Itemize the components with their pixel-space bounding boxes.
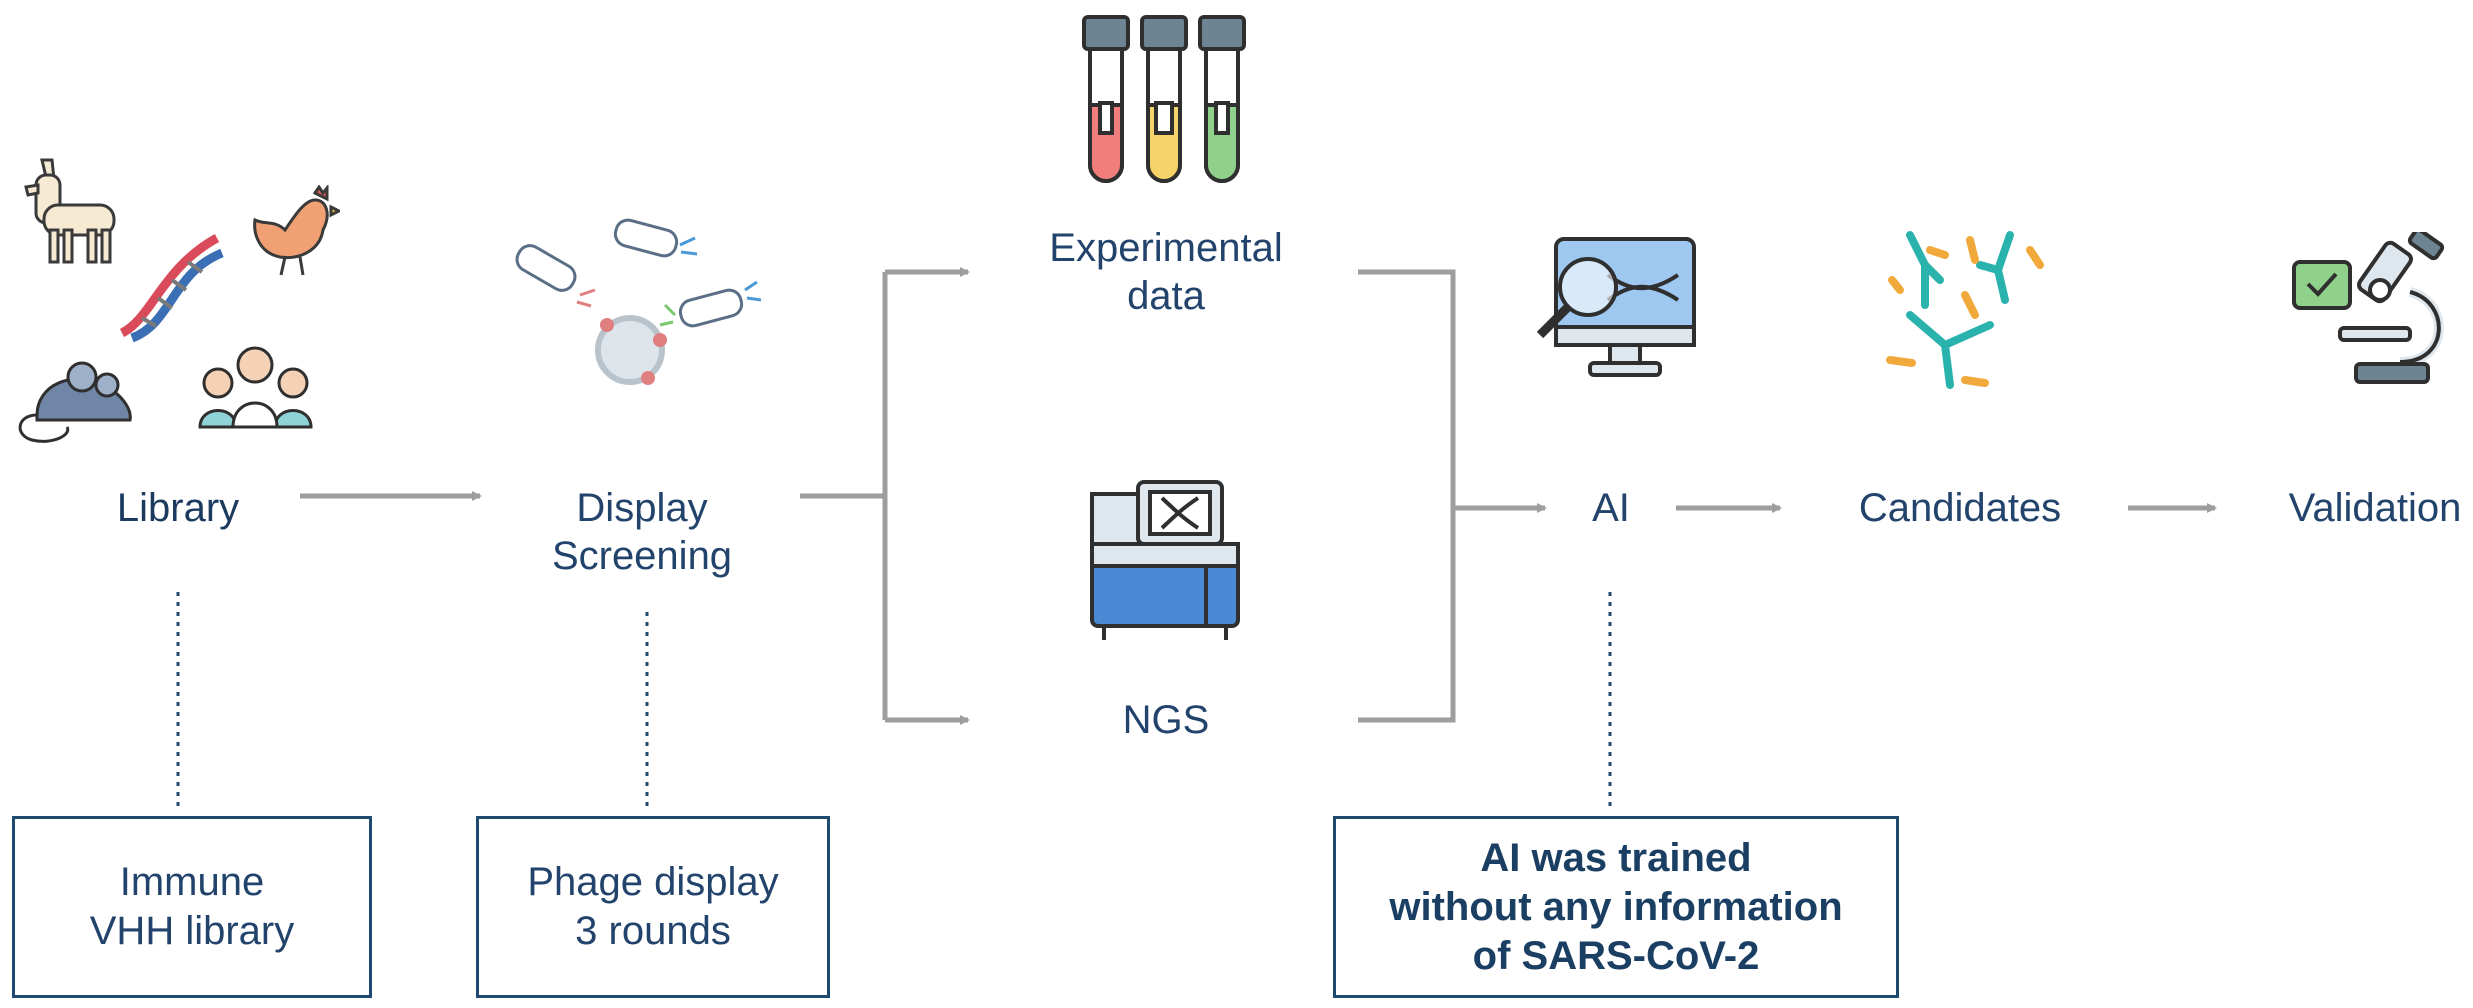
merge-data-to-ai xyxy=(1358,269,1540,723)
stage-ngs-label: NGS xyxy=(1123,696,1210,744)
stage-validation-line-1: Validation xyxy=(2288,486,2462,530)
note-box-library: Immune VHH library xyxy=(12,816,372,998)
note-library-line-2: VHH library xyxy=(89,909,295,953)
stage-display-label: Display Screening xyxy=(552,484,732,580)
note-ai-line-3: of SARS-CoV-2 xyxy=(1472,933,1760,978)
stage-candidates-line-1: Candidates xyxy=(1858,486,2062,530)
sequencer-machine-icon xyxy=(1090,480,1240,640)
stage-experimental-line-2: data xyxy=(1127,274,1205,318)
stage-library-label: Library xyxy=(117,484,239,532)
microscope-check-icon xyxy=(2292,232,2445,384)
stage-ngs-line-1: NGS xyxy=(1122,698,1210,742)
stage-display-line-2: Screening xyxy=(551,534,733,578)
antibodies-icon xyxy=(1886,231,2044,389)
dna-icon xyxy=(119,234,224,343)
stage-candidates-label: Candidates xyxy=(1859,484,2061,532)
stage-ai-label: AI xyxy=(1592,484,1630,532)
branch-display-to-data xyxy=(800,269,965,723)
note-ai-line-2: without any information xyxy=(1389,884,1843,929)
stage-display-line-1: Display xyxy=(576,486,708,530)
note-display-line-2: 3 rounds xyxy=(575,909,731,953)
note-ai-line-1: AI was trained xyxy=(1480,835,1752,880)
phage-display-icon xyxy=(515,218,762,385)
stage-experimental-label: Experimental data xyxy=(1049,224,1282,320)
chicken-icon xyxy=(253,185,340,276)
note-box-ai: AI was trained without any information o… xyxy=(1333,816,1899,998)
stage-ai-line-1: AI xyxy=(1592,486,1630,530)
test-tubes-icon xyxy=(1082,15,1246,183)
human-family-icon xyxy=(198,346,313,429)
stage-library-line-1: Library xyxy=(116,486,240,530)
computer-dna-analysis-icon xyxy=(1536,237,1696,377)
stage-validation-label: Validation xyxy=(2289,484,2462,532)
note-library-line-1: Immune xyxy=(119,860,265,904)
stage-experimental-line-1: Experimental xyxy=(1049,226,1283,270)
note-display-line-1: Phage display xyxy=(527,860,779,904)
mouse-icon xyxy=(18,361,132,443)
llama-icon xyxy=(24,158,116,264)
note-box-display: Phage display 3 rounds xyxy=(476,816,830,998)
